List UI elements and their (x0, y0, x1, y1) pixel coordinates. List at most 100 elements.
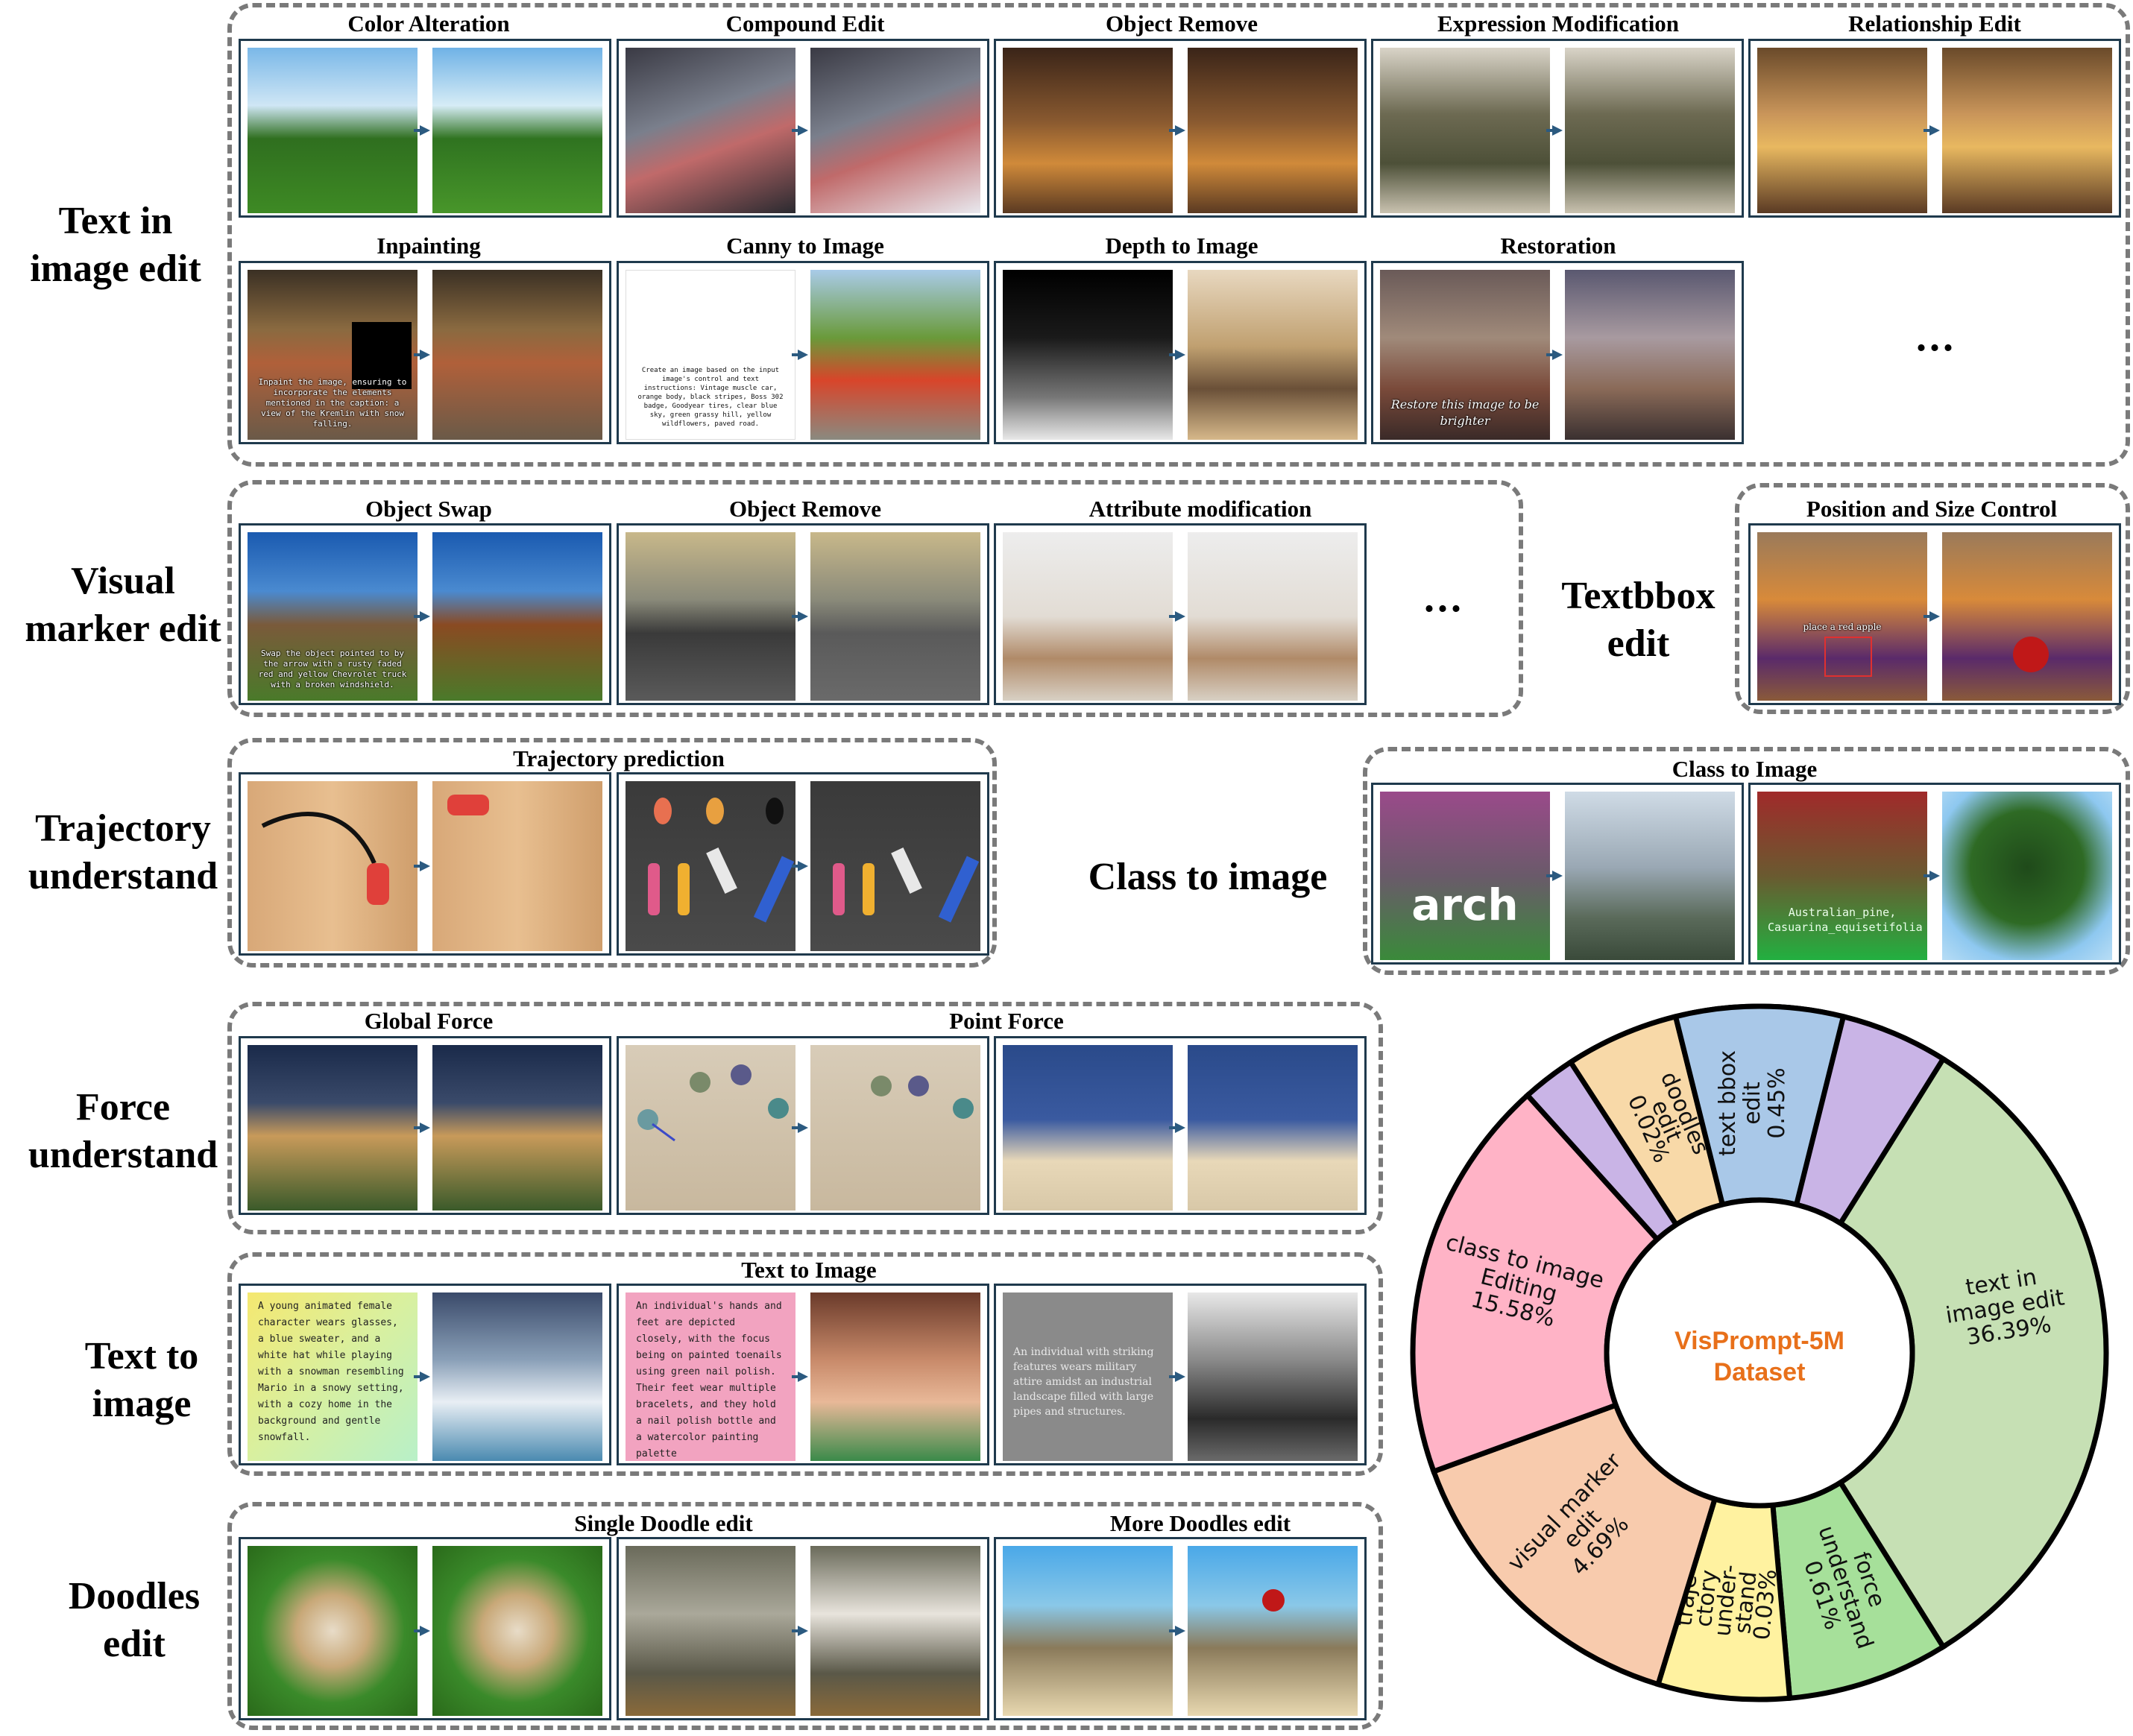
image-input: Australian_pine, Casuarina_equisetifolia (1757, 792, 1927, 960)
prompt-text: An individual with striking features wea… (1013, 1346, 1154, 1418)
panel-title-point-force: Point Force (949, 1008, 1064, 1034)
image-output (432, 781, 602, 951)
arrow-icon (792, 861, 808, 871)
panel-relationship-edit (1748, 39, 2121, 218)
image-input (626, 1546, 795, 1716)
panel-global-force (239, 1036, 611, 1215)
prompt-text: An individual's hands and feet are depic… (636, 1301, 782, 1459)
image-output (810, 532, 980, 701)
panel-object-remove-2 (617, 523, 989, 705)
panel-title-color-alteration: Color Alteration (347, 10, 510, 37)
section-label-textbbox-edit: Textbbox edit (1561, 575, 1715, 665)
dataset-donut-chart: text inimage edit36.39%forceunderstand0.… (1410, 1003, 2109, 1702)
image-input: Restore this image to be brighter (1380, 270, 1550, 440)
object-shapes-result (833, 848, 980, 923)
image-output (810, 1045, 980, 1211)
trajectory-path (261, 812, 389, 905)
trajectory-understand-group (227, 738, 997, 968)
arrow-icon (1169, 1372, 1185, 1382)
image-input (248, 48, 418, 213)
image-output (432, 1045, 602, 1211)
panel-title-trajectory-prediction: Trajectory prediction (513, 745, 725, 771)
arrow-icon (1924, 871, 1940, 881)
image-input (626, 48, 795, 213)
panel-attribute-modification (994, 523, 1367, 705)
panel-more-doodles (994, 1537, 1367, 1720)
image-input (1380, 48, 1550, 213)
force-understand-group (227, 1002, 1383, 1234)
panel-title-inpainting: Inpainting (376, 233, 481, 259)
image-output (1188, 532, 1358, 701)
image-output (1942, 532, 2112, 701)
image-input (1003, 270, 1173, 440)
image-input (1003, 532, 1173, 701)
image-output (1565, 48, 1735, 213)
panel-title-restoration: Restoration (1500, 233, 1616, 259)
arrow-icon (1169, 1626, 1185, 1636)
panel-expression-modification (1371, 39, 1744, 218)
ball-shapes (637, 1064, 789, 1142)
section-label-visual-marker-edit: Visual marker edit (25, 560, 221, 650)
ball-shapes-result (871, 1076, 974, 1119)
panel-title-expression-modification: Expression Modification (1437, 10, 1680, 37)
panel-title-compound-edit: Compound Edit (725, 10, 885, 37)
arrow-icon (792, 1123, 808, 1133)
panel-title-object-swap: Object Swap (365, 496, 492, 522)
panel-title-text-to-image: Text to Image (741, 1257, 877, 1283)
panel-class-pine: Australian_pine, Casuarina_equisetifolia (1748, 783, 2121, 965)
arrow-icon (1546, 350, 1563, 360)
image-input (1757, 48, 1927, 213)
arrow-icon (1924, 125, 1940, 136)
panel-text-to-image-animated: A young animated female character wears … (239, 1284, 611, 1465)
image-input (1003, 1546, 1173, 1716)
image-output (1942, 48, 2112, 213)
image-input: An individual's hands and feet are depic… (626, 1292, 795, 1461)
image-input (1003, 48, 1173, 213)
image-output (1188, 48, 1358, 213)
donut-hole (1604, 1197, 1915, 1509)
arrow-icon (414, 1372, 430, 1382)
donut-segment-label: forceunderstand0.61% (1789, 1515, 1901, 1660)
prompt-text: A young animated female character wears … (258, 1301, 404, 1443)
panel-single-doodle-hat (617, 1537, 989, 1720)
panel-object-swap: Swap the object pointed to by the arrow … (239, 523, 611, 705)
section-label-force-understand: Force understand (28, 1086, 218, 1176)
image-output (810, 1292, 980, 1461)
donut-segments: text inimage edit36.39%forceunderstand0.… (1410, 1003, 2109, 1702)
panel-title-canny-to-image: Canny to Image (726, 233, 884, 259)
image-caption: Create an image based on the input image… (637, 367, 784, 429)
image-output (810, 270, 980, 440)
text-to-image-group (227, 1252, 1383, 1476)
image-output (432, 1546, 602, 1716)
image-output (1188, 270, 1358, 440)
panel-title-single-doodle: Single Doodle edit (574, 1510, 753, 1536)
section-label-class-to-image: Class to image (1088, 856, 1328, 898)
panel-restoration: Restore this image to be brighter (1371, 261, 1744, 444)
image-input (626, 532, 795, 701)
section-label-doodles-edit: Doodles edit (68, 1575, 201, 1665)
donut-center-subtitle: Dataset (1714, 1358, 1806, 1386)
image-output (1188, 1292, 1358, 1461)
image-caption: Restore this image to be brighter (1390, 397, 1540, 429)
object-shapes (648, 798, 795, 923)
donut-center-title: VisPrompt-5M (1674, 1327, 1844, 1355)
image-output (1188, 1045, 1358, 1211)
apple-shape (2013, 637, 2049, 672)
image-output (810, 48, 980, 213)
bbox-region (1824, 637, 1872, 677)
panel-title-position-size-control: Position and Size Control (1806, 496, 2058, 522)
arrow-icon (414, 350, 430, 360)
panel-text-to-image-hands: An individual's hands and feet are depic… (617, 1284, 989, 1465)
image-input (1003, 1045, 1173, 1211)
image-output (432, 270, 602, 440)
image-input (626, 781, 795, 951)
image-input: A young animated female character wears … (248, 1292, 418, 1461)
panel-trajectory-car (239, 772, 611, 956)
arrow-icon (414, 861, 430, 871)
arrow-icon (414, 1123, 430, 1133)
image-output (810, 1546, 980, 1716)
arrow-icon (792, 1626, 808, 1636)
panel-compound-edit (617, 39, 989, 218)
arrow-icon (1546, 125, 1563, 136)
panel-title-global-force: Global Force (364, 1008, 494, 1034)
